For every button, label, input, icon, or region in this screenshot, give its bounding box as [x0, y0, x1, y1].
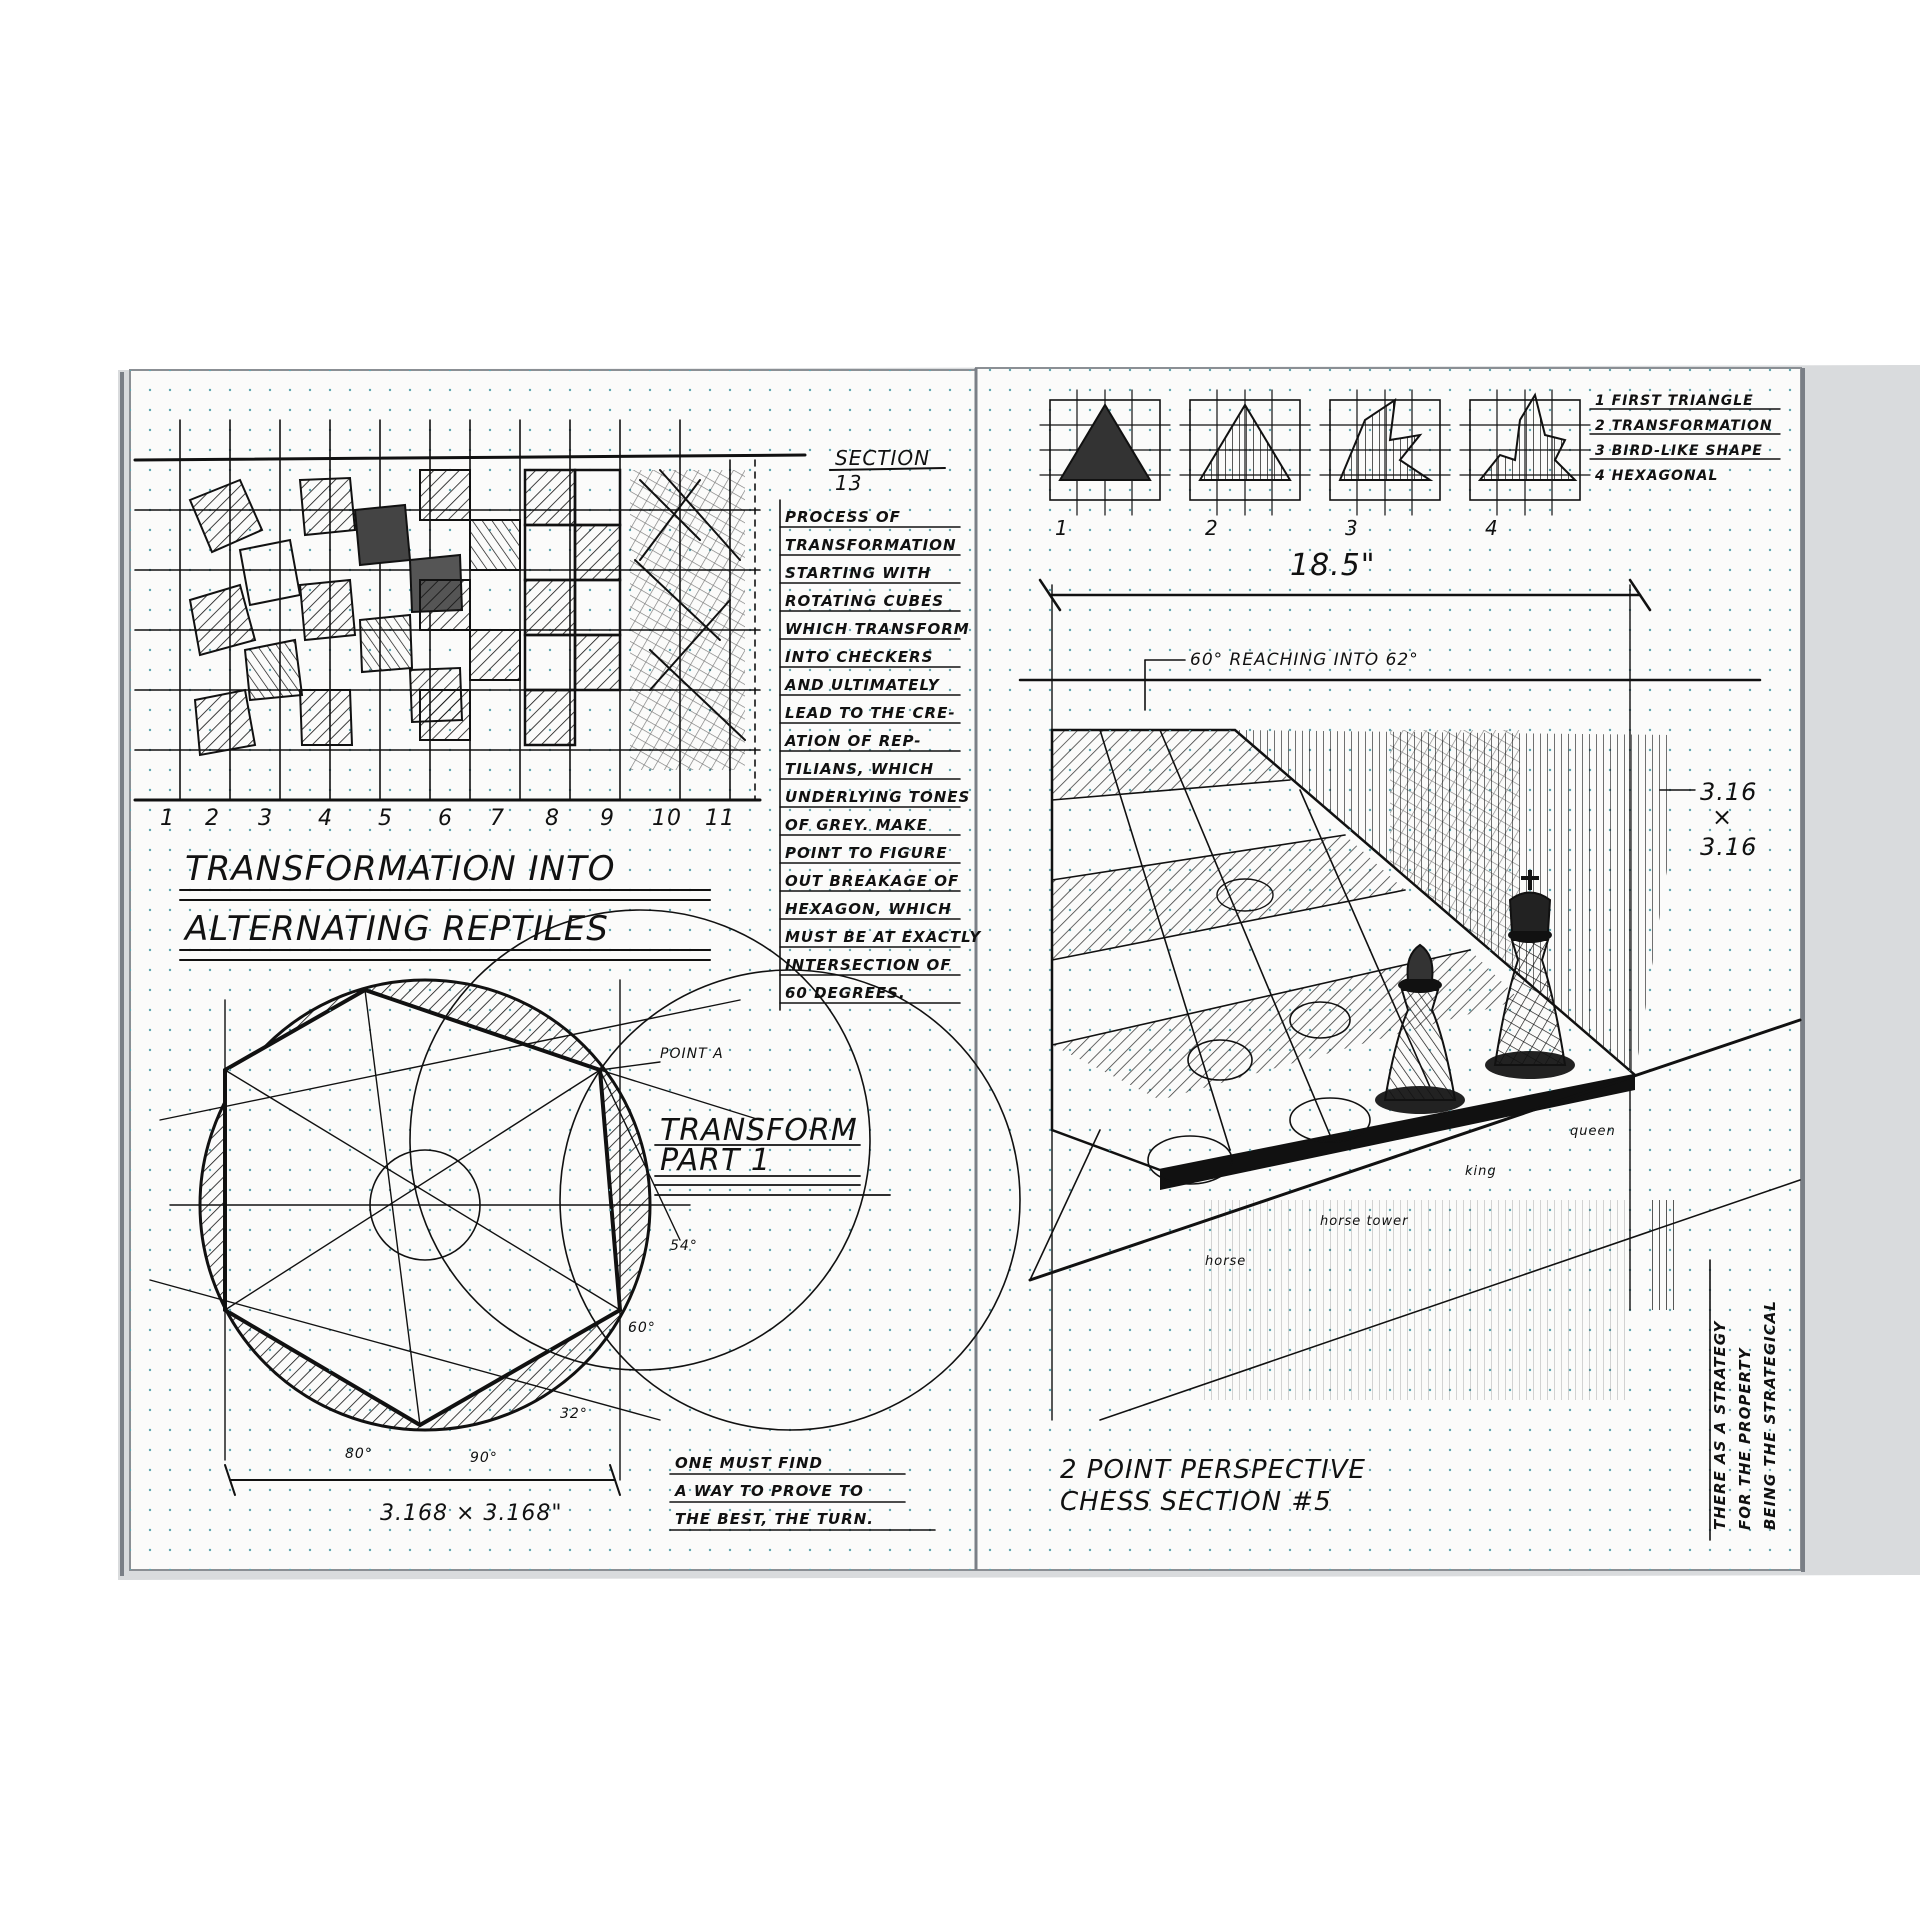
svg-text:8: 8 [545, 806, 560, 831]
svg-text:TRANSFORMATION: TRANSFORMATION [785, 536, 957, 554]
svg-text:60°: 60° [628, 1320, 656, 1336]
svg-text:INTO CHECKERS: INTO CHECKERS [785, 648, 933, 666]
svg-text:90°: 90° [470, 1450, 498, 1466]
svg-text:horse: horse [1205, 1254, 1246, 1269]
svg-text:STARTING WITH: STARTING WITH [785, 564, 931, 582]
hexagon-construction [149, 909, 1021, 1496]
svg-text:3 BIRD-LIKE SHAPE: 3 BIRD-LIKE SHAPE [1595, 443, 1763, 459]
svg-text:MUST BE AT EXACTLY: MUST BE AT EXACTLY [785, 928, 982, 946]
square-dimension: 3.16 × 3.16 [1659, 778, 1757, 861]
svg-text:13: 13 [835, 471, 862, 495]
perspective-caption: 2 POINT PERSPECTIVE CHESS SECTION #5 [1060, 1455, 1366, 1517]
svg-text:10: 10 [652, 806, 682, 831]
svg-text:THE BEST, THE TURN.: THE BEST, THE TURN. [675, 1510, 874, 1528]
svg-text:ALTERNATING REPTILES: ALTERNATING REPTILES [183, 909, 609, 949]
chess-perspective [1028, 728, 1802, 1421]
svg-text:THERE AS A STRATEGY: THERE AS A STRATEGY [1711, 1320, 1729, 1530]
svg-text:HEXAGON, WHICH: HEXAGON, WHICH [785, 900, 952, 918]
thumbnail-3 [1319, 389, 1451, 516]
piece-labels: horse horse tower king queen [1205, 1124, 1616, 1269]
svg-text:1: 1 [160, 806, 175, 831]
svg-text:OF GREY. MAKE: OF GREY. MAKE [785, 816, 928, 834]
svg-text:5: 5 [378, 806, 393, 831]
thumbnail-2 [1179, 389, 1311, 516]
svg-text:4 HEXAGONAL: 4 HEXAGONAL [1594, 468, 1718, 484]
svg-text:4: 4 [1485, 516, 1499, 540]
svg-text:3.16: 3.16 [1700, 778, 1757, 806]
transform-title: TRANSFORM PART 1 [654, 1113, 891, 1196]
svg-text:SECTION: SECTION [835, 446, 930, 470]
svg-text:WHICH TRANSFORM: WHICH TRANSFORM [785, 620, 970, 638]
svg-text:BEING THE STRATEGICAL: BEING THE STRATEGICAL [1761, 1300, 1779, 1530]
svg-text:OUT BREAKAGE OF: OUT BREAKAGE OF [785, 872, 959, 890]
angle-note: 60° REACHING INTO 62° [1018, 650, 1762, 711]
svg-text:2: 2 [1205, 516, 1219, 540]
svg-text:UNDERLYING TONES: UNDERLYING TONES [785, 788, 970, 806]
svg-text:54°: 54° [670, 1238, 698, 1254]
svg-text:3: 3 [258, 806, 273, 831]
section-label: SECTION 13 [829, 446, 946, 495]
queen-piece-sketch [1375, 943, 1465, 1114]
svg-text:INTERSECTION OF: INTERSECTION OF [785, 956, 952, 974]
bottom-note: ONE MUST FIND A WAY TO PROVE TO THE BEST… [669, 1454, 936, 1531]
svg-text:3.168 × 3.168": 3.168 × 3.168" [380, 1501, 563, 1526]
svg-text:32°: 32° [560, 1406, 588, 1422]
svg-text:ROTATING CUBES: ROTATING CUBES [785, 592, 944, 610]
side-note: THERE AS A STRATEGY FOR THE PROPERTY BEI… [1709, 1259, 1779, 1541]
svg-text:LEAD TO THE CRE-: LEAD TO THE CRE- [785, 704, 956, 722]
transformation-title: TRANSFORMATION INTO ALTERNATING REPTILES [179, 849, 711, 961]
svg-text:TILIANS, WHICH: TILIANS, WHICH [785, 760, 934, 778]
svg-text:11: 11 [705, 806, 735, 831]
svg-text:4: 4 [318, 806, 333, 831]
thumbnail-4 [1459, 389, 1591, 516]
svg-text:60 DEGREES.: 60 DEGREES. [785, 984, 906, 1002]
rotating-cubes [188, 468, 746, 770]
svg-text:6: 6 [438, 806, 453, 831]
svg-text:ONE MUST FIND: ONE MUST FIND [675, 1454, 823, 1472]
svg-text:PART 1: PART 1 [660, 1143, 771, 1178]
hexagon-labels: POINT A 54° 60° 32° 80° 90° 3.168 × 3.16… [345, 1046, 724, 1526]
svg-text:7: 7 [490, 806, 505, 831]
left-page-content: 1 2 3 4 5 6 7 8 9 10 11 SECTION 13 PROCE… [133, 419, 1021, 1531]
svg-text:18.5": 18.5" [1290, 548, 1376, 583]
svg-text:9: 9 [600, 806, 615, 831]
svg-text:PROCESS OF: PROCESS OF [785, 508, 901, 526]
svg-text:3: 3 [1345, 516, 1359, 540]
svg-text:60° REACHING INTO 62°: 60° REACHING INTO 62° [1190, 650, 1419, 670]
ruler-numbers: 1 2 3 4 5 6 7 8 9 10 11 [160, 806, 735, 831]
king-piece-sketch [1485, 870, 1575, 1079]
svg-text:ATION OF REP-: ATION OF REP- [784, 732, 922, 750]
svg-text:1 FIRST TRIANGLE: 1 FIRST TRIANGLE [1595, 393, 1754, 409]
svg-text:CHESS SECTION #5: CHESS SECTION #5 [1060, 1487, 1332, 1517]
svg-text:3.16: 3.16 [1700, 833, 1757, 861]
process-notes: PROCESS OF TRANSFORMATION STARTING WITH … [779, 499, 982, 1011]
svg-text:2 POINT PERSPECTIVE: 2 POINT PERSPECTIVE [1060, 1455, 1366, 1485]
svg-text:queen: queen [1570, 1124, 1616, 1139]
svg-text:POINT TO FIGURE: POINT TO FIGURE [785, 844, 948, 862]
svg-text:TRANSFORMATION INTO: TRANSFORMATION INTO [185, 849, 616, 889]
svg-text:horse tower: horse tower [1320, 1214, 1409, 1229]
svg-text:FOR THE PROPERTY: FOR THE PROPERTY [1736, 1346, 1754, 1530]
svg-text:king: king [1465, 1164, 1497, 1179]
svg-text:2: 2 [205, 806, 220, 831]
triangle-thumbnails: 1 2 3 4 [1039, 389, 1591, 540]
right-page-content: 1 2 3 4 1 FIRST TRIANGLE 2 TRANSFORMATIO… [1018, 389, 1802, 1541]
svg-text:1: 1 [1055, 516, 1069, 540]
svg-text:80°: 80° [345, 1446, 373, 1462]
thumbnail-legend: 1 FIRST TRIANGLE 2 TRANSFORMATION 3 BIRD… [1589, 393, 1781, 484]
svg-text:TRANSFORM: TRANSFORM [660, 1113, 858, 1148]
svg-text:2 TRANSFORMATION: 2 TRANSFORMATION [1595, 418, 1773, 434]
svg-text:A WAY TO PROVE TO: A WAY TO PROVE TO [674, 1482, 864, 1500]
svg-text:POINT A: POINT A [660, 1046, 724, 1062]
svg-text:×: × [1712, 803, 1733, 831]
thumbnail-1 [1039, 389, 1171, 516]
svg-text:AND ULTIMATELY: AND ULTIMATELY [784, 676, 941, 694]
